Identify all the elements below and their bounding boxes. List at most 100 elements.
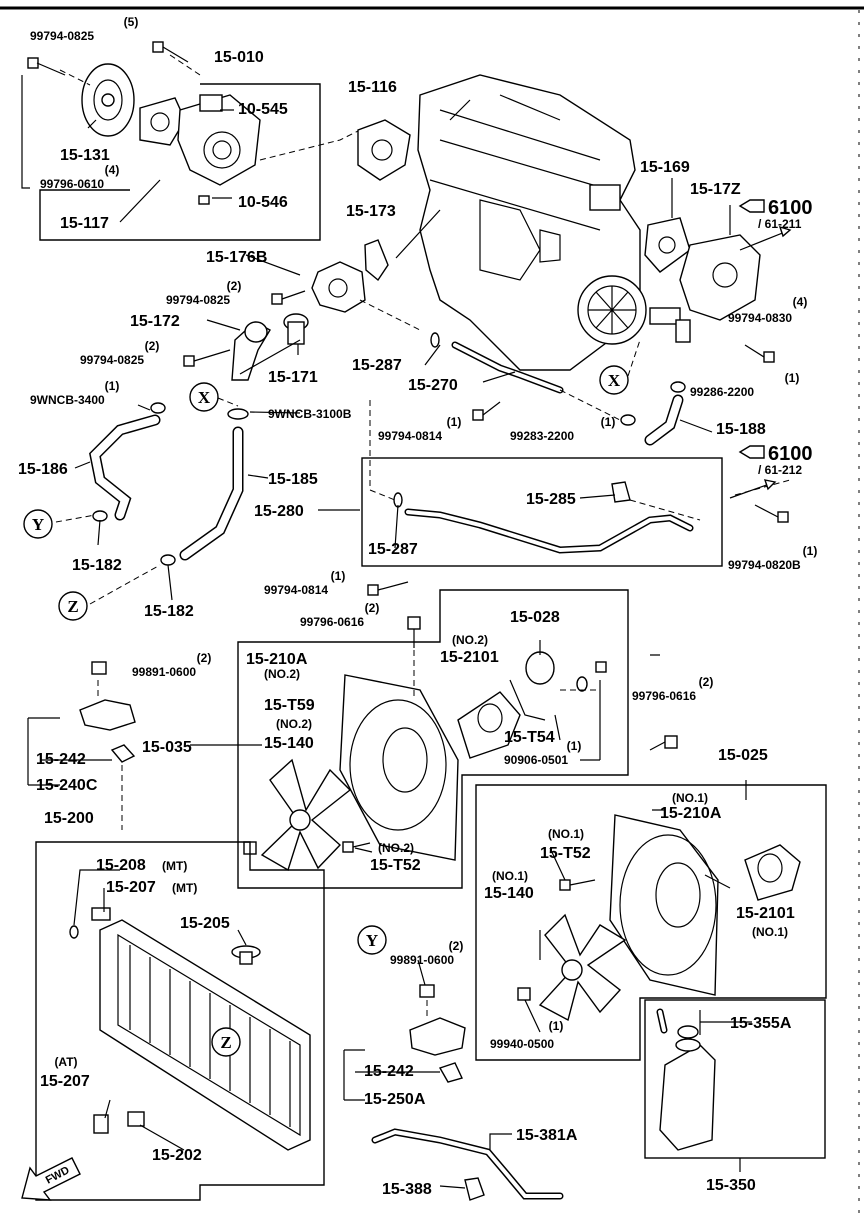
fan-blade-no1 [538,913,627,1022]
label-note: (MT) [162,859,187,873]
label-part-number: 99794-0825 [166,293,230,307]
label-part-number: 99891-0600 [132,665,196,679]
label-count: (1) [567,739,582,753]
tank-hose-15-355A [656,1008,699,1039]
label-count: (5) [124,15,139,29]
label-count: (1) [601,415,616,429]
label-part-number: 10-545 [238,101,288,118]
label-part-number: 15-202 [152,1147,202,1164]
svg-text:Y: Y [366,931,378,950]
bolt-99794-0830 [744,344,775,363]
label-part-number: 15-188 [716,421,766,438]
label-count: (2) [699,675,714,689]
fan-box-15-035 [237,589,629,889]
label-part-number: 15-169 [640,159,690,176]
water-pump-box [39,83,321,241]
label-part-number: 99940-0500 [490,1037,554,1051]
label-part-number: 15-280 [254,503,304,520]
label-part-number: 15-186 [18,461,68,478]
hose-15-188 [644,394,684,446]
thermostat-housing [311,261,366,313]
label-part-number: 15-140 [484,885,534,902]
gasket-15-116 [357,119,411,181]
pipe-15-280 [404,508,694,554]
label-part-number: 15-205 [180,915,230,932]
label-part-number: 15-T54 [504,729,555,746]
label-part-number: 99286-2200 [690,385,754,399]
label-ref-number: 6100 [768,197,813,219]
label-part-number: 15-17Z [690,181,741,198]
label-part-number: 15-207 [106,879,156,896]
label-part-number: 15-117 [60,215,109,232]
fan-blade-no2 [260,758,352,872]
bracket-15-250A [409,984,466,1083]
callout-y-left: Y [23,509,53,539]
label-part-number: 15-171 [268,369,318,386]
label-part-number: 15-355A [730,1015,792,1032]
clamp-15-182-b [160,554,176,566]
clip-15-285 [611,481,631,503]
water-pump-pulley [81,63,135,137]
label-part-number: 9WNCB-3100B [268,407,352,421]
nut-99940-0500 [517,987,531,1001]
water-pump-gasket [139,97,186,146]
bolt-99794-0814-a [472,401,501,421]
drain-plug-15-207 [91,907,111,921]
label-note: (NO.1) [672,791,708,805]
bolt-15-T52-no2 [342,841,371,853]
pipe-box-15-280 [361,457,723,567]
label-count: (2) [227,279,242,293]
label-part-number: 99794-0830 [728,311,792,325]
label-part-number: 9WNCB-3400 [30,393,105,407]
clamp-99286-2200 [670,381,686,393]
ref-arrow-icon-1 [738,199,792,251]
hose-15-381A [371,1128,564,1200]
callout-z-radiator: Z [211,1027,241,1057]
label-part-number: 15-242 [364,1063,414,1080]
label-part-number: 90906-0501 [504,753,568,767]
label-part-number: 15-172 [130,313,180,330]
label-part-number: 15-285 [526,491,576,508]
label-part-number: 15-173 [346,203,396,220]
callout-x-right: X [599,365,629,395]
label-part-number: 15-210A [246,651,308,668]
label-part-number: 15-182 [72,557,122,574]
label-part-number: 15-270 [408,377,458,394]
fan-shroud-no2 [339,674,459,861]
bracket-15-240C [79,661,136,763]
fan-motor-no1 [744,844,801,901]
hose-15-186 [89,414,161,521]
mount-15-202 [127,1111,145,1127]
label-part-number: 15-2101 [440,649,499,666]
thermostat-15-171 [283,313,309,345]
label-part-number: 99891-0600 [390,953,454,967]
radiator-cap-15-205 [231,945,261,965]
fan-motor-no2 [457,691,521,759]
svg-text:X: X [198,388,211,407]
label-count: (2) [145,339,160,353]
clamp-15-182-a [92,510,108,522]
label-count: (2) [449,939,464,953]
gasket-15-173 [364,239,389,282]
label-part-number: 15-381A [516,1127,578,1144]
water-pipe-15-172 [231,321,271,381]
fan-box-15-025 [475,784,827,1061]
label-ref-sub: / 61-212 [758,463,802,477]
hose-15-185 [179,426,244,561]
label-part-number: 15-185 [268,471,318,488]
label-part-number: 15-200 [44,810,94,827]
label-count: (2) [197,651,212,665]
label-count: (4) [105,163,120,177]
bolt-15-176B [271,290,306,305]
o-ring-15-208 [69,925,79,939]
label-part-number: 15-240C [36,777,98,794]
bolt-99796-0610 [27,57,66,76]
label-part-number: 15-025 [718,747,768,764]
radiator-box-15-200 [35,841,325,1201]
pump-plug [198,195,210,205]
fan-resistor-15-028 [509,651,555,721]
bolt-99796-0616-no2 [407,616,421,648]
label-part-number: 15-208 [96,857,146,874]
label-note: (NO.1) [752,925,788,939]
